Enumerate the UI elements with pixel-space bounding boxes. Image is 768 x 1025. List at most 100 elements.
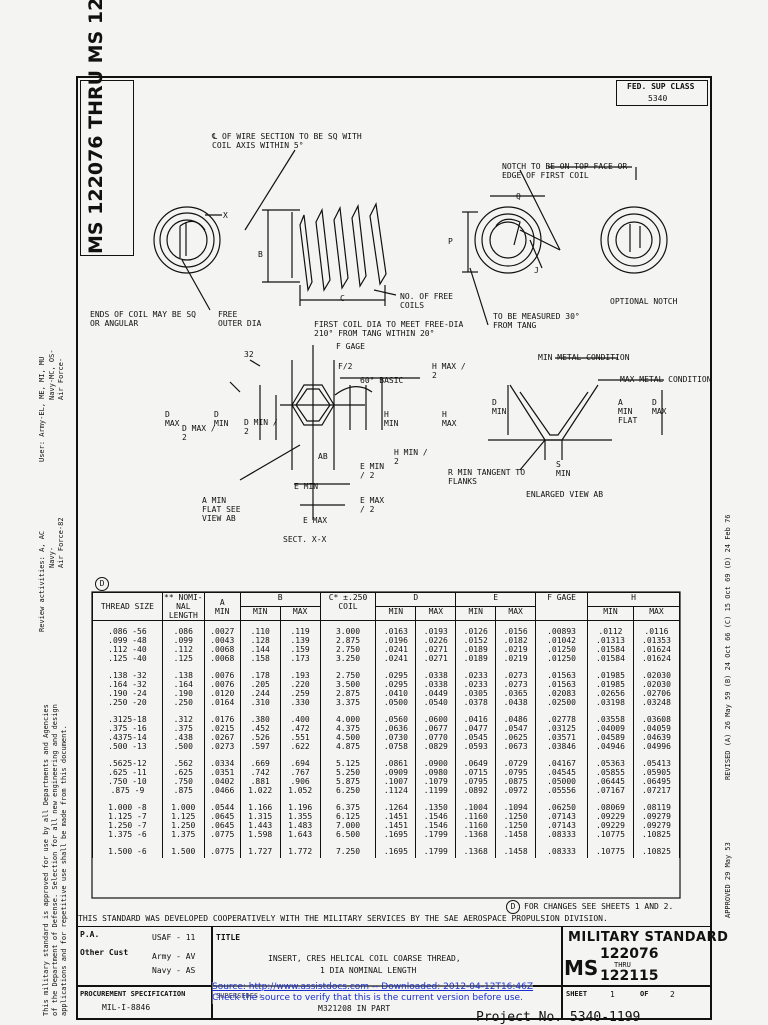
cell-b-min: .178 .205 .244 .310: [239, 665, 281, 709]
cell-a: .0334 .0351 .0402 .0466: [203, 753, 241, 797]
supersedes-value: M321208 IN PART: [318, 1004, 391, 1013]
header-h: H: [587, 592, 680, 607]
cell-e-min: .0233 .0233 .0305 .0378: [455, 665, 497, 709]
military-standard-label: MILITARY STANDARD: [568, 930, 729, 945]
first-coil-note: FIRST COIL DIA TO MEET FREE-DIA 210° FRO…: [314, 320, 464, 338]
cell-h-min: .03558 .04009 .04589 .04946: [587, 709, 634, 753]
header-d-max: MAX: [415, 606, 457, 621]
cell-h-min: .05363 .05855 .06445 .07167: [587, 753, 634, 797]
cell-c: 5.125 5.250 5.875 6.250: [319, 753, 377, 797]
project-number: Project No. 5340-1199: [476, 1010, 641, 1025]
header-h-min: MIN: [587, 606, 634, 621]
cell-f: .00893 .01042 .01250 .01250: [535, 620, 588, 665]
sheet-label: SHEET: [566, 990, 588, 998]
fed-sup-class-value: 5340: [648, 94, 668, 103]
cell-a: .0176 .0215 .0267 .0273: [203, 709, 241, 753]
header-f-gage: F GAGE: [535, 592, 588, 621]
label-32: 32: [244, 350, 254, 359]
cell-d-max: .1350 .1546 .1546 .1799: [415, 797, 457, 841]
cell-nominal: 1.500: [161, 841, 205, 858]
cell-e-min: .0416 .0477 .0545 .0593: [455, 709, 497, 753]
cell-thread: .086 -56 .099 -48 .112 -40 .125 -40: [92, 620, 163, 665]
r-min-label: R MIN TANGENT TO FLANKS: [448, 468, 526, 486]
title-cell: [212, 926, 562, 986]
cell-nominal: .138 .164 .190 .250: [161, 665, 205, 709]
cell-b-min: .380 .452 .526 .597: [239, 709, 281, 753]
cell-d-max: .0193 .0226 .0271 .0271: [415, 620, 457, 665]
label-c: C: [340, 294, 345, 303]
e-max-2-label: E MAX / 2: [360, 496, 385, 514]
table-row: .138 -32 .164 -32 .190 -24 .250 -20.138 …: [92, 665, 681, 709]
cell-e-min: .0126 .0152 .0189 .0189: [455, 620, 497, 665]
cell-f: .01563 .01563 .02083 .02500: [535, 665, 588, 709]
cell-e-max: .1094 .1250 .1250 .1458: [495, 797, 537, 841]
cell-h-max: .08119 .09279 .09279 .10825: [632, 797, 681, 841]
table-revision-marker: D: [95, 577, 109, 591]
header-d-min: MIN: [375, 606, 417, 621]
cell-b-max: .694 .767 .906 1.052: [279, 753, 321, 797]
cell-d-min: .1264 .1451 .1451 .1695: [375, 797, 417, 841]
cell-nominal: .086 .099 .112 .125: [161, 620, 205, 665]
cell-d-max: .1799: [415, 841, 457, 858]
cell-h-max: .0116 .01353 .01624 .01624: [632, 620, 681, 665]
label-b: B: [258, 250, 263, 259]
cell-b-min: 1.727: [239, 841, 281, 858]
cell-e-max: .0273 .0273 .0365 .0438: [495, 665, 537, 709]
min-metal-label: MIN METAL CONDITION: [538, 353, 630, 362]
supersedes-cell: [212, 986, 562, 1020]
cell-b-min: .110 .128 .144 .158: [239, 620, 281, 665]
cell-c: 4.000 4.375 4.500 4.875: [319, 709, 377, 753]
table-row: .5625-12 .625 -11 .750 -10 .875 -9.562 .…: [92, 753, 681, 797]
sheet-cell: [562, 986, 712, 1020]
cell-h-min: .08069 .09229 .09229 .10775: [587, 797, 634, 841]
ends-note: ENDS OF COIL MAY BE SQ OR ANGULAR: [90, 310, 196, 328]
cell-e-min: .1004 .1160 .1160 .1368: [455, 797, 497, 841]
cell-f: .06250 .07143 .07143 .08333: [535, 797, 588, 841]
ms-number-strip: [80, 80, 134, 256]
header-e-min: MIN: [455, 606, 497, 621]
cell-a: .0775: [203, 841, 241, 858]
h-min-2-label: H MIN / 2: [394, 448, 428, 466]
cell-e-max: .0486 .0547 .0625 .0673: [495, 709, 537, 753]
cell-b-max: .119 .139 .159 .173: [279, 620, 321, 665]
header-h-max: MAX: [632, 606, 681, 621]
cell-d-min: .0295 .0295 .0410 .0500: [375, 665, 417, 709]
pa-value: USAF - 11: [152, 933, 196, 942]
f-gage-label: F GAGE: [336, 342, 365, 351]
label-j: J: [534, 266, 539, 275]
header-thread-size: THREAD SIZE: [92, 592, 163, 621]
cell-thread: .3125-18 .375 -16 .4375-14 .500 -13: [92, 709, 163, 753]
ms-number-1: 122076: [600, 946, 659, 962]
sheet-number: 1: [610, 990, 615, 999]
h-min-label: H MIN: [384, 410, 399, 428]
e-min-label: E MIN: [294, 482, 319, 491]
notch-note: NOTCH TO BE ON TOP FACE OR EDGE OF FIRST…: [502, 162, 628, 180]
title-label: TITLE: [216, 933, 241, 942]
title-line-1: INSERT, CRES HELICAL COIL COARSE THREAD,: [268, 954, 461, 963]
source-line-2: Check the source to verify that this is …: [212, 993, 523, 1003]
developed-note: THIS STANDARD WAS DEVELOPED COOPERATIVEL…: [78, 914, 608, 923]
enlarged-d-min-label: D MIN: [492, 398, 507, 416]
cell-d-max: .0338 .0338 .0449 .0540: [415, 665, 457, 709]
cell-c: 6.375 6.125 7.000 6.500: [319, 797, 377, 841]
cell-a: .0027 .0043 .0068 .0068: [203, 620, 241, 665]
cell-f: .08333: [535, 841, 588, 858]
cell-d-min: .0861 .0909 .1007 .1124: [375, 753, 417, 797]
cell-d-min: .0163 .0196 .0241 .0241: [375, 620, 417, 665]
header-nominal-length: ** NOMI- NAL LENGTH: [161, 592, 205, 621]
title-line-2: 1 DIA NOMINAL LENGTH: [320, 966, 417, 975]
cell-f: .04167 .04545 .05000 .05556: [535, 753, 588, 797]
cell-e-max: .0729 .0795 .0875 .0972: [495, 753, 537, 797]
ms-number-2: 122115: [600, 968, 659, 984]
cell-b-max: .400 .472 .551 .622: [279, 709, 321, 753]
cell-h-max: .10825: [632, 841, 681, 858]
cell-a: .0076 .0076 .0120 .0164: [203, 665, 241, 709]
d-min-2-label: D MIN / 2: [244, 418, 278, 436]
cell-h-max: .05413 .05905 .06495 .07217: [632, 753, 681, 797]
source-line-1[interactable]: Source: http://www.assistdocs.com -- Dow…: [212, 982, 534, 992]
d-max-label: D MAX: [165, 410, 180, 428]
header-b-max: MAX: [279, 606, 321, 621]
